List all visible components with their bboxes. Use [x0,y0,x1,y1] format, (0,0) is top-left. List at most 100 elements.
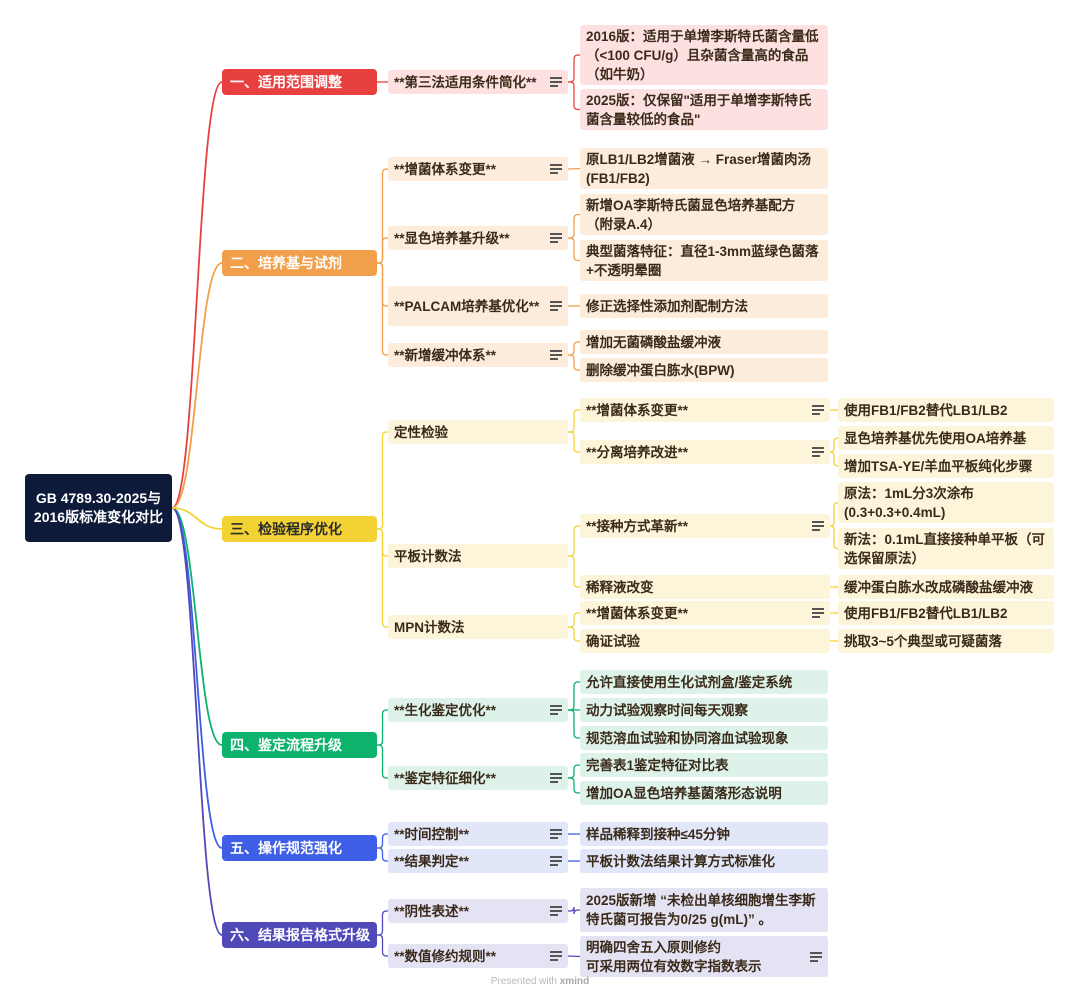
root-topic[interactable]: GB 4789.30-2025与2016版标准变化对比 [25,474,172,542]
topic-time-control[interactable]: **时间控制** [388,822,568,846]
leaf-2025-scope[interactable]: 2025版：仅保留"适用于单增李斯特氏菌含量较低的食品" [580,89,828,130]
notes-icon[interactable] [810,951,822,962]
branch-scope[interactable]: 一、适用范围调整 [222,69,377,95]
connector-line [171,507,223,746]
connector-line [171,81,223,509]
branch-report-format[interactable]: 六、结果报告格式升级 [222,922,377,948]
notes-icon[interactable] [550,856,562,866]
leaf-old-method[interactable]: 原法：1mL分3次涂布(0.3+0.3+0.4mL) [838,482,1054,523]
connector-line [829,501,839,527]
branch-operation[interactable]: 五、操作规范强化 [222,835,377,861]
connector-line [567,167,581,170]
notes-icon[interactable] [550,773,562,783]
leaf-diluent-change[interactable]: 缓冲蛋白胨水改成磷酸盐缓冲液 [838,575,1054,599]
connector-line [568,681,580,711]
topic-result-judgement[interactable]: **结果判定** [388,849,568,873]
connector-line [377,847,388,862]
topic-biochem[interactable]: **生化鉴定优化** [388,698,568,722]
topic-isolation[interactable]: **分离培养改进** [580,440,830,464]
connector-line [568,906,580,915]
topic-qualitative[interactable]: 定性检验 [388,420,568,444]
notes-icon[interactable] [550,164,562,174]
leaf-mpn-fb[interactable]: 使用FB1/FB2替代LB1/LB2 [838,601,1054,625]
leaf-oa-medium[interactable]: 新增OA李斯特氏菌显色培养基配方（附录A.4） [580,194,828,235]
topic-mpn[interactable]: MPN计数法 [388,615,568,639]
connector-line [171,507,223,936]
notes-icon[interactable] [812,521,824,531]
topic-palcam[interactable]: **PALCAM培养基优化** [388,286,568,326]
topic-buffer[interactable]: **新增缓冲体系** [388,343,568,367]
connector-line [377,528,388,628]
leaf-pbs[interactable]: 增加无菌磷酸盐缓冲液 [580,330,828,354]
notes-icon[interactable] [812,608,824,618]
leaf-negative-report[interactable]: 2025版新增 “未检出单核细胞增生李斯特氏菌可报告为0/25 g(mL)” 。 [580,888,828,932]
leaf-calc-standard[interactable]: 平板计数法结果计算方式标准化 [580,849,828,873]
topic-chromogenic[interactable]: **显色培养基升级** [388,226,568,250]
connector-line [568,237,580,262]
connector-line [377,709,388,746]
leaf-oa-morphology[interactable]: 增加OA显色培养基菌落形态说明 [580,781,828,805]
leaf-oa-first[interactable]: 显色培养基优先使用OA培养基 [838,426,1054,450]
leaf-rounding-rule[interactable]: 明确四舍五入原则修约 可采用两位有效数字指数表示 [580,936,828,977]
connector-line [568,409,580,433]
connector-line [568,764,580,779]
leaf-pick-colonies[interactable]: 挑取3~5个典型或可疑菌落 [838,629,1054,653]
leaf-table1[interactable]: 完善表1鉴定特征对比表 [580,753,828,777]
connector-line [568,709,580,739]
topic-third-method[interactable]: **第三法适用条件简化** [388,70,568,94]
notes-icon[interactable] [550,705,562,715]
leaf-fb-replace[interactable]: 使用FB1/FB2替代LB1/LB2 [838,398,1054,422]
leaf-fraser[interactable]: 原LB1/LB2增菌液 → Fraser增菌肉汤(FB1/FB2) [580,148,828,189]
connector-line [568,341,580,356]
notes-icon[interactable] [550,829,562,839]
topic-enrichment[interactable]: **增菌体系变更** [388,157,568,181]
connector-line [568,777,580,794]
leaf-kit[interactable]: 允许直接使用生化试剂盒/鉴定系统 [580,670,828,694]
notes-icon[interactable] [812,447,824,457]
leaf-new-method[interactable]: 新法：0.1mL直接接种单平板（可选保留原法） [838,528,1054,569]
topic-plate-count[interactable]: 平板计数法 [388,544,568,568]
connector-line [377,168,388,264]
connector-line [377,237,388,264]
connector-line [377,262,388,356]
topic-diluent[interactable]: 稀释液改变 [580,575,830,599]
connector-line [568,431,580,453]
connector-line [568,354,580,371]
connector-line [377,934,388,957]
connector-line [568,612,580,628]
branch-media[interactable]: 二、培养基与试剂 [222,250,377,276]
connector-line [377,744,388,779]
leaf-motility[interactable]: 动力试验观察时间每天观察 [580,698,828,722]
connector-line [171,507,223,849]
topic-mpn-enrichment[interactable]: **增菌体系变更** [580,601,830,625]
leaf-2016-scope[interactable]: 2016版：适用于单增李斯特氏菌含量低（<100 CFU/g）且杂菌含量高的食品… [580,25,828,85]
leaf-colony-feature[interactable]: 典型菌落特征：直径1-3mm蓝绿色菌落+不透明晕圈 [580,240,828,281]
connector-line [568,555,580,588]
leaf-tsa-ye[interactable]: 增加TSA-YE/羊血平板纯化步骤 [838,454,1054,478]
leaf-palcam-additive[interactable]: 修正选择性添加剂配制方法 [580,294,828,318]
notes-icon[interactable] [550,301,562,311]
notes-icon[interactable] [812,405,824,415]
leaf-bpw[interactable]: 删除缓冲蛋白胨水(BPW) [580,358,828,382]
branch-procedure[interactable]: 三、检验程序优化 [222,516,377,542]
connector-line [829,451,839,467]
topic-negative[interactable]: **阴性表述** [388,899,568,923]
connector-line [568,81,580,111]
notes-icon[interactable] [550,77,562,87]
leaf-hemolysis[interactable]: 规范溶血试验和协同溶血试验现象 [580,726,828,750]
notes-icon[interactable] [550,906,562,916]
topic-rounding[interactable]: **数值修约规则** [388,944,568,968]
notes-icon[interactable] [550,233,562,243]
connector-line [377,528,388,557]
connector-line [829,525,839,550]
topic-features[interactable]: **鉴定特征细化** [388,766,568,790]
topic-inoculation[interactable]: **接种方式革新** [580,514,830,538]
notes-icon[interactable] [550,350,562,360]
leaf-45min[interactable]: 样品稀释到接种≤45分钟 [580,822,828,846]
branch-identification[interactable]: 四、鉴定流程升级 [222,732,377,758]
topic-confirm[interactable]: 确证试验 [580,629,830,653]
connector-line [567,955,581,958]
topic-qual-enrichment[interactable]: **增菌体系变更** [580,398,830,422]
footer-watermark: Presented with xmind [490,976,590,987]
notes-icon[interactable] [550,951,562,961]
